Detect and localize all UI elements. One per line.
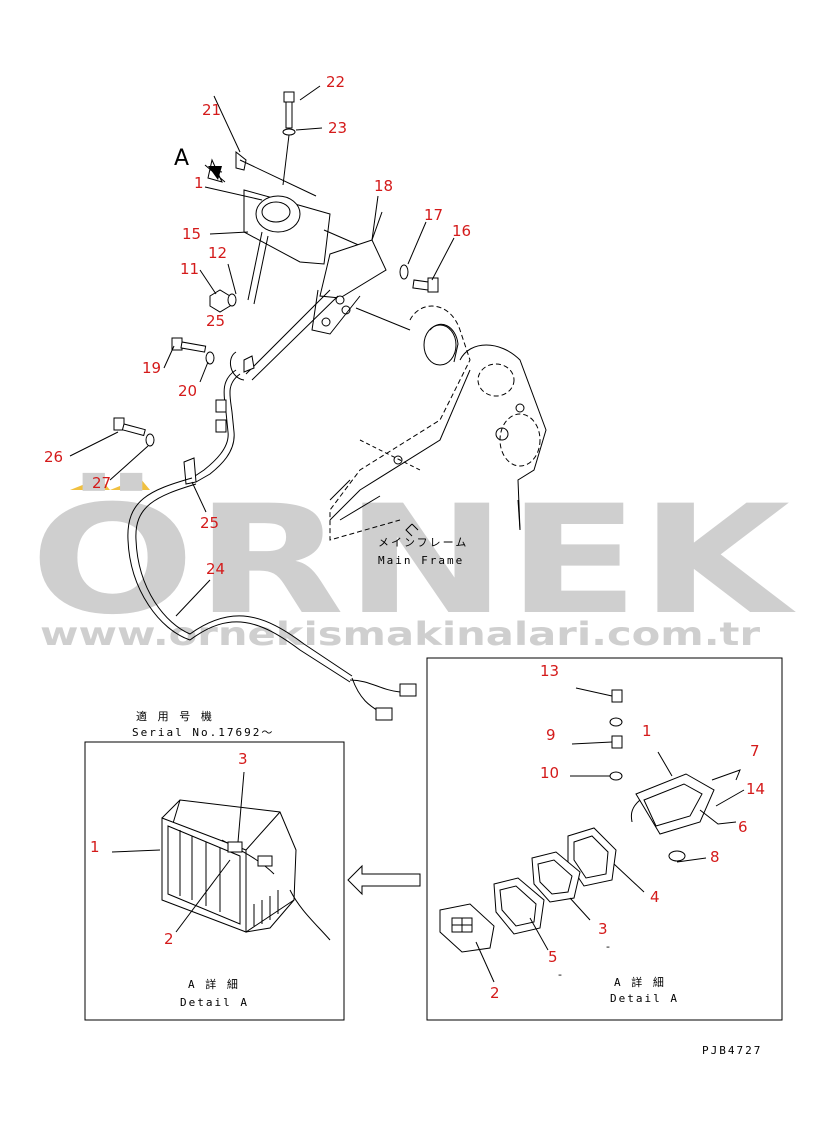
callout: 6 — [738, 818, 748, 836]
callout: 10 — [540, 764, 559, 782]
detail-arrow-icon — [347, 864, 421, 896]
main-frame-en: Main Frame — [378, 554, 464, 567]
detail-box-left — [84, 741, 345, 1021]
callout: 14 — [746, 780, 765, 798]
callout: 18 — [374, 177, 393, 195]
callout: 25 — [200, 514, 219, 532]
callout: 7 — [750, 742, 760, 760]
callout: 11 — [180, 260, 199, 278]
watermark-brand: ÖRNEK — [30, 472, 796, 648]
callout: 27 — [92, 474, 111, 492]
callout: 17 — [424, 206, 443, 224]
callout: 1 — [194, 174, 204, 192]
applicable-jp: 適 用 号 機 — [136, 709, 214, 723]
callouts-main: 1 15 12 11 25 19 20 26 27 25 24 21 22 23… — [44, 73, 471, 578]
callout: 15 — [182, 225, 201, 243]
detail-left-en: Detail A — [180, 996, 249, 1009]
lamp-assembly-drawing: A — [69, 85, 547, 721]
callouts-left: 3 1 2 — [90, 750, 248, 948]
applicable-serial: Serial No.17692～ — [132, 726, 274, 739]
callout: 1 — [90, 838, 100, 856]
svg-text:-: - — [606, 940, 610, 953]
watermark: ÖRNEK www.ornekismakinalari.com.tr — [30, 472, 796, 653]
detail-right-en: Detail A — [610, 992, 679, 1005]
callout: 16 — [452, 222, 471, 240]
exploded-detail-right: - - — [439, 687, 745, 983]
callout: 8 — [710, 848, 720, 866]
callout: 21 — [202, 101, 221, 119]
callout: 2 — [490, 984, 500, 1002]
svg-text:-: - — [558, 968, 562, 981]
detail-right-jp: A 詳 細 — [614, 975, 666, 989]
view-label: A — [174, 146, 189, 171]
callout: 3 — [238, 750, 248, 768]
callouts-right: 13 1 9 10 7 14 6 8 4 3 5 2 — [490, 662, 765, 1002]
callout: 25 — [206, 312, 225, 330]
detail-left-jp: A 詳 細 — [188, 977, 240, 991]
drawing-code: PJB4727 — [702, 1044, 762, 1057]
callout: 22 — [326, 73, 345, 91]
detail-box-right — [426, 657, 783, 1021]
callout: 5 — [548, 948, 558, 966]
callout: 13 — [540, 662, 559, 680]
callout: 9 — [546, 726, 556, 744]
callout: 23 — [328, 119, 347, 137]
callout: 2 — [164, 930, 174, 948]
callout: 26 — [44, 448, 63, 466]
callout: 19 — [142, 359, 161, 377]
callout: 20 — [178, 382, 197, 400]
callout: 3 — [598, 920, 608, 938]
callout: 12 — [208, 244, 227, 262]
callout: 4 — [650, 888, 660, 906]
lamp-detail-left — [111, 771, 331, 941]
callout: 24 — [206, 560, 225, 578]
watermark-url: www.ornekismakinalari.com.tr — [40, 615, 760, 653]
main-frame-jp: メインフレーム — [378, 536, 468, 549]
callout: 1 — [642, 722, 652, 740]
